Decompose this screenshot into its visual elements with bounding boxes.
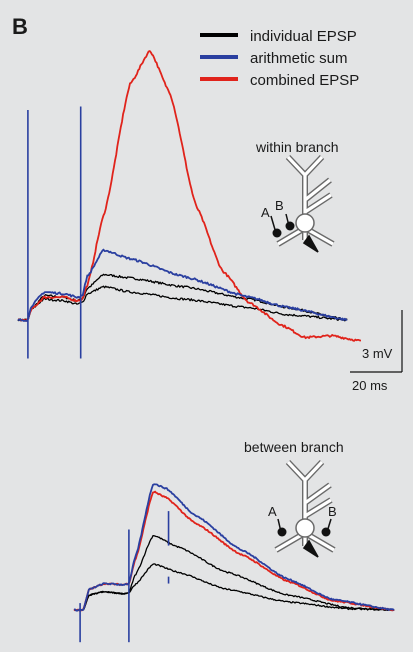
label-b-between: B: [328, 504, 337, 519]
legend: individual EPSP arithmetic sum combined …: [200, 28, 359, 89]
scale-bar: [350, 310, 403, 373]
label-b-within: B: [275, 198, 284, 213]
soma-between: [295, 518, 315, 538]
plot-within-branch: [17, 50, 361, 359]
electrode-a-stem-between: [277, 518, 282, 533]
trace-individual-epsp-1: [73, 563, 395, 612]
scale-bar-y-label: 3 mV: [362, 346, 393, 361]
trace-arithmetic-sum-2: [73, 483, 395, 612]
label-a-between: A: [268, 504, 277, 519]
electrode-b-stem-between: [326, 518, 332, 533]
scale-bar-x-label: 20 ms: [352, 378, 388, 393]
legend-label-individual: individual EPSP: [250, 28, 357, 45]
panel-label: B: [12, 14, 28, 39]
electrode-b-within: [285, 221, 295, 231]
dendrite-fill-between: [275, 460, 335, 552]
trace-arithmetic-sum-2: [17, 248, 348, 322]
soma-within: [295, 213, 315, 233]
neuron-inset-within: within branch A B: [255, 139, 339, 253]
electrode-a-stem-within: [270, 215, 277, 234]
inset-title-within: within branch: [255, 139, 339, 155]
legend-label-arithmetic: arithmetic sum: [250, 50, 348, 67]
legend-label-combined: combined EPSP: [250, 72, 359, 89]
trace-individual-epsp-0: [74, 534, 395, 612]
inset-title-between: between branch: [244, 439, 344, 455]
trace-combined-epsp-3: [17, 50, 361, 342]
dendrite-fill-within: [277, 155, 334, 246]
electrode-a-between: [277, 527, 287, 537]
stimulation-arrow-icon: [302, 234, 319, 253]
electrode-a-within: [272, 228, 282, 238]
plot-between-branch: [73, 483, 395, 643]
electrode-b-between: [321, 527, 331, 537]
trace-individual-epsp-1: [17, 285, 348, 322]
label-a-within: A: [261, 205, 270, 220]
stimulation-arrow-icon: [302, 539, 319, 558]
neuron-inset-between: between branch A B: [244, 439, 344, 558]
electrode-b-stem-within: [285, 213, 290, 227]
